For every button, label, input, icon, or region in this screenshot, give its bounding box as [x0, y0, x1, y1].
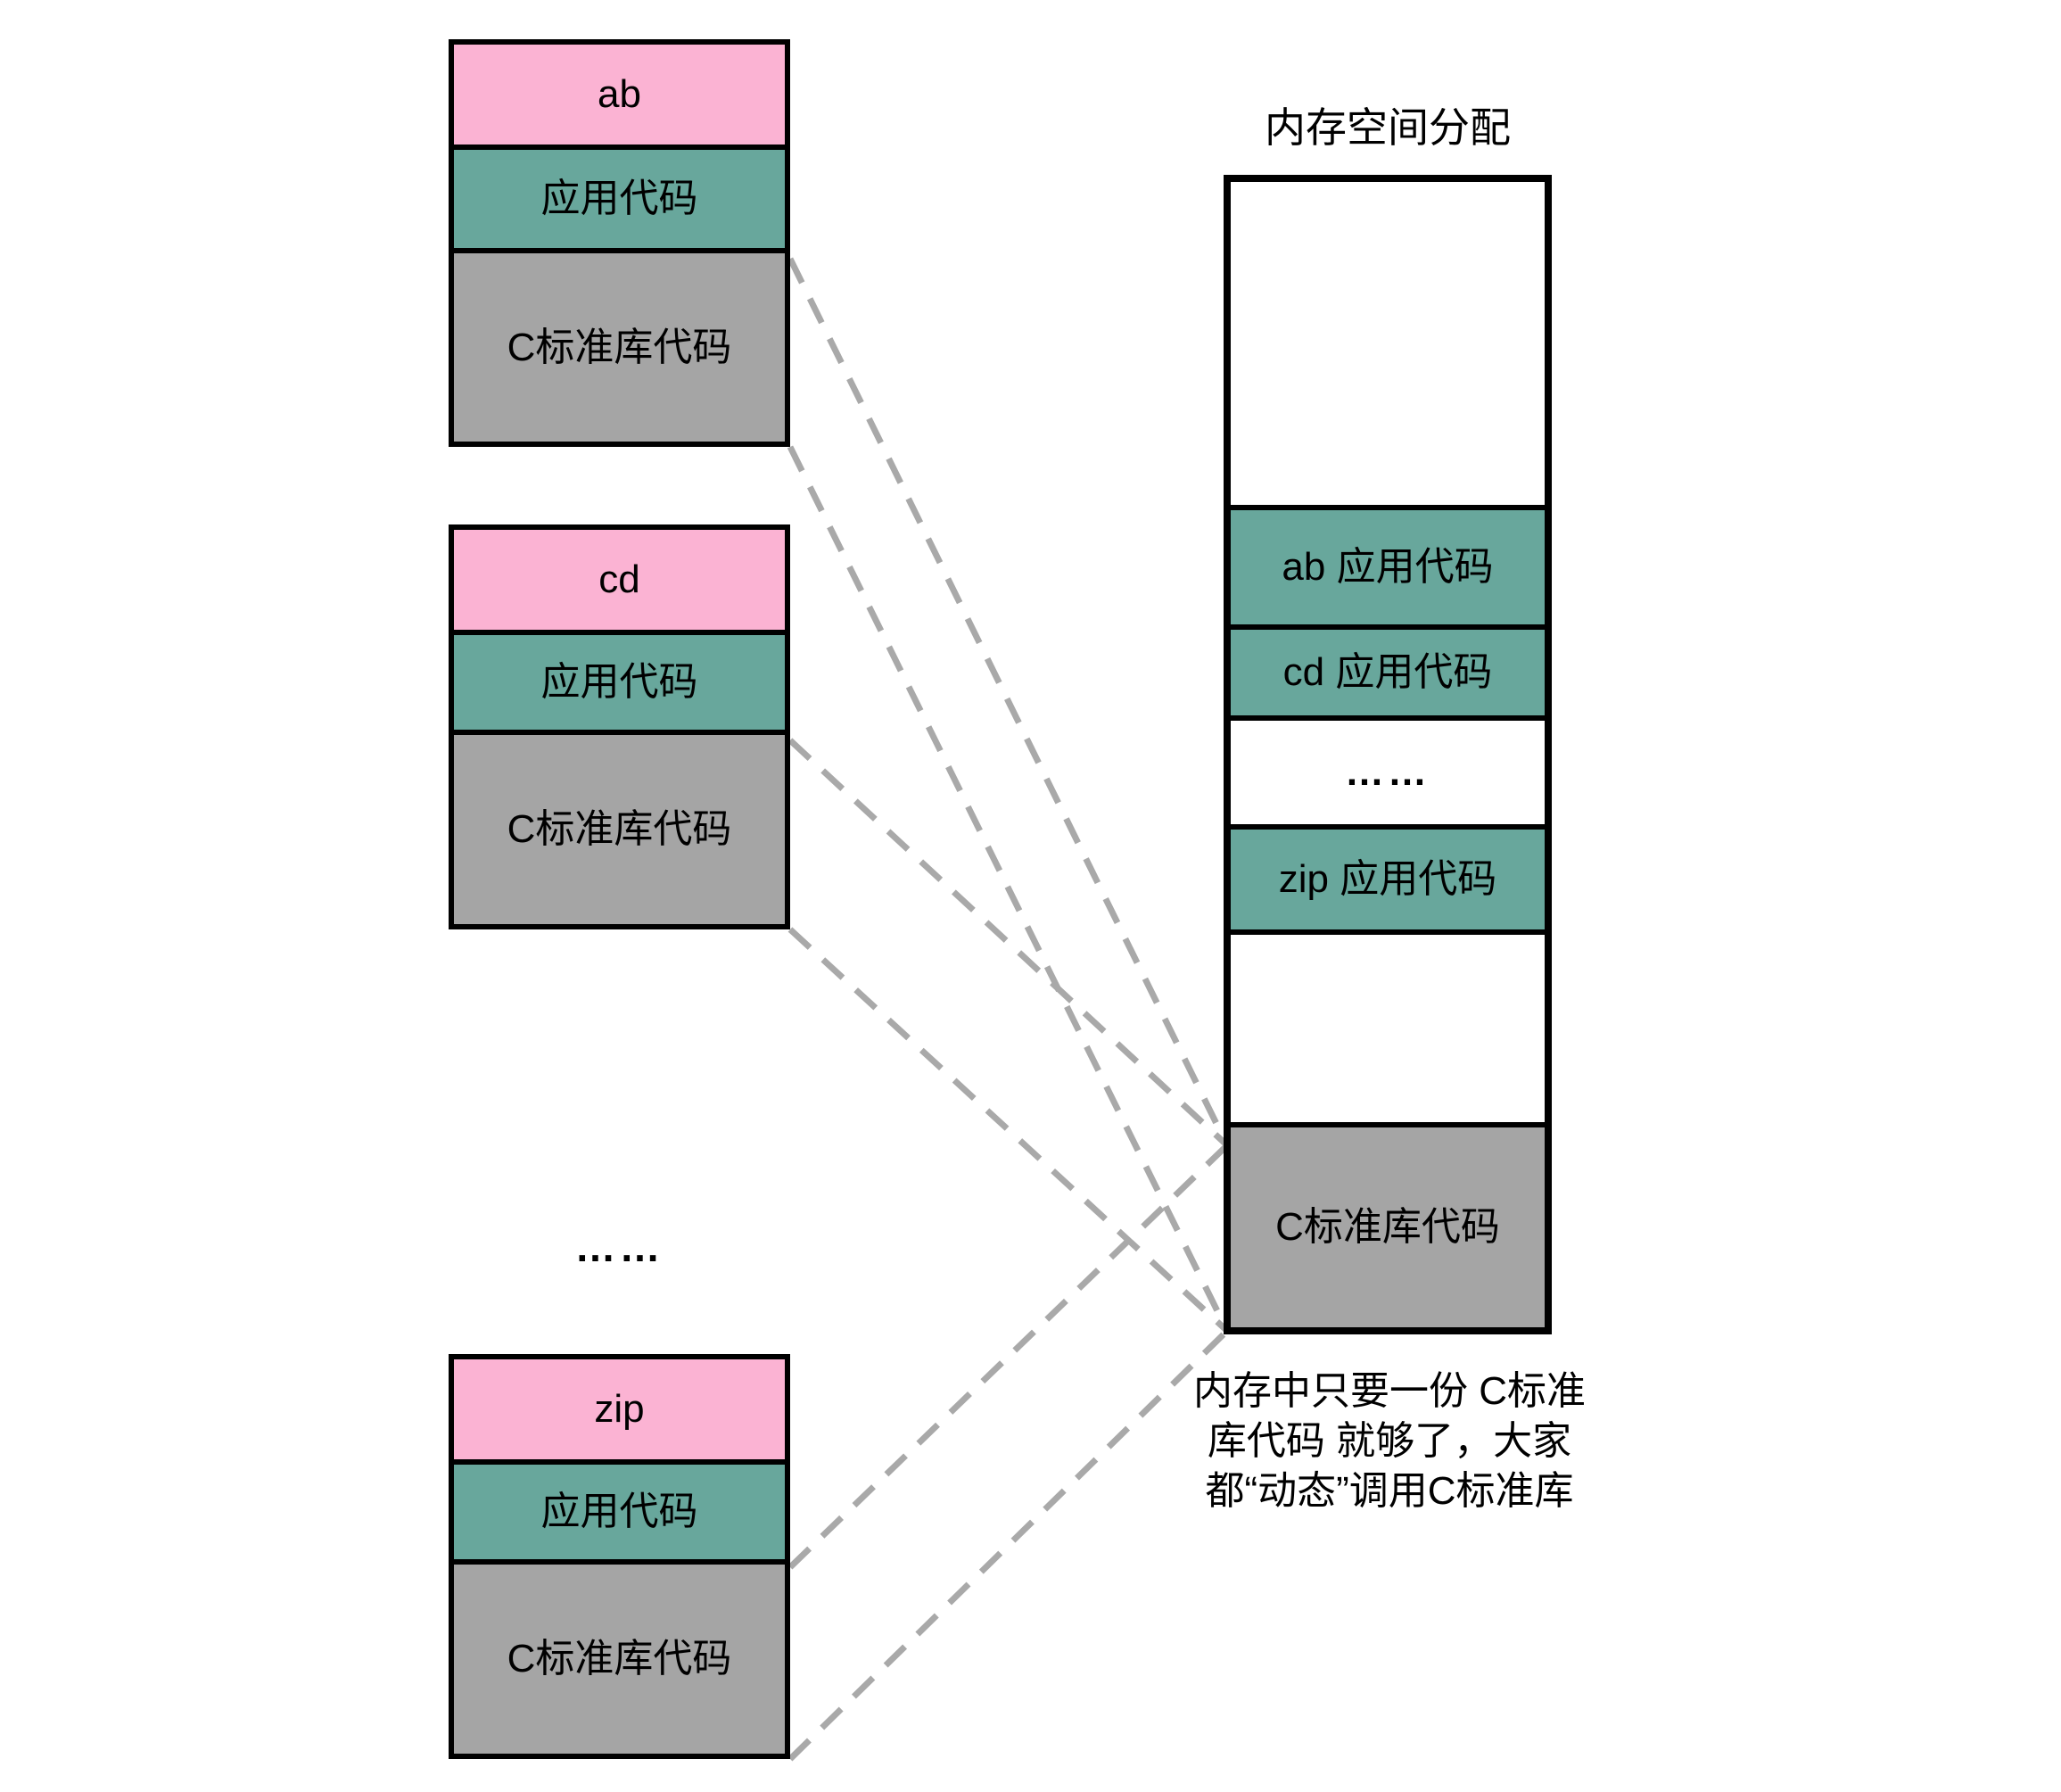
program-name-label: zip: [594, 1387, 645, 1431]
memory-slot-label: zip 应用代码: [1278, 857, 1497, 901]
memory-slot-cd-app-code: cd 应用代码: [1231, 624, 1545, 715]
annotation-line: 都“动态”调用C标准库: [1205, 1469, 1574, 1513]
program-block-zip: zip 应用代码 C标准库代码: [449, 1354, 790, 1759]
memory-slot-label: ab 应用代码: [1282, 545, 1494, 589]
dashed-connector: [787, 738, 1230, 1148]
program-block-ab: ab 应用代码 C标准库代码: [449, 39, 790, 447]
dashed-connector: [787, 1143, 1230, 1570]
app-code-section: 应用代码: [454, 630, 785, 730]
memory-slot-c-stdlib: C标准库代码: [1231, 1122, 1545, 1327]
memory-column: ab 应用代码 cd 应用代码 …… zip 应用代码 C标准库代码: [1224, 175, 1552, 1334]
app-code-label: 应用代码: [540, 1490, 698, 1533]
memory-slot-label: C标准库代码: [1275, 1205, 1500, 1249]
memory-free-space-top: [1231, 182, 1545, 505]
program-name-label: cd: [598, 557, 640, 601]
memory-slot-label: cd 应用代码: [1282, 650, 1493, 694]
annotation-line: 内存中只要一份 C标准: [1193, 1369, 1586, 1413]
app-code-section: 应用代码: [454, 1459, 785, 1559]
program-name-section: cd: [454, 530, 785, 630]
annotation-note: 内存中只要一份 C标准 库代码 就够了，大家 都“动态”调用C标准库: [1175, 1367, 1603, 1516]
dashed-connector: [787, 445, 1231, 1333]
c-stdlib-label: C标准库代码: [507, 1637, 732, 1681]
program-block-cd: cd 应用代码 C标准库代码: [449, 524, 790, 929]
dashed-connector: [787, 927, 1230, 1334]
dashed-connector: [787, 1328, 1230, 1762]
memory-title: 内存空间分配: [1265, 104, 1511, 151]
memory-ellipsis-label: ……: [1345, 750, 1430, 794]
c-stdlib-label: C标准库代码: [507, 325, 732, 369]
more-programs-ellipsis: ……: [574, 1224, 664, 1270]
memory-slot-ab-app-code: ab 应用代码: [1231, 505, 1545, 624]
memory-slot-zip-app-code: zip 应用代码: [1231, 824, 1545, 929]
program-name-section: zip: [454, 1359, 785, 1459]
app-code-section: 应用代码: [454, 145, 785, 248]
memory-free-space-middle: [1231, 929, 1545, 1122]
c-stdlib-section: C标准库代码: [454, 1559, 785, 1754]
program-name-section: ab: [454, 45, 785, 145]
program-name-label: ab: [598, 72, 641, 116]
c-stdlib-section: C标准库代码: [454, 730, 785, 924]
dashed-connector: [787, 257, 1231, 1147]
app-code-label: 应用代码: [540, 177, 698, 220]
memory-slot-ellipsis: ……: [1231, 715, 1545, 824]
c-stdlib-section: C标准库代码: [454, 248, 785, 442]
app-code-label: 应用代码: [540, 660, 698, 704]
c-stdlib-label: C标准库代码: [507, 807, 732, 851]
annotation-line: 库代码 就够了，大家: [1207, 1419, 1572, 1463]
